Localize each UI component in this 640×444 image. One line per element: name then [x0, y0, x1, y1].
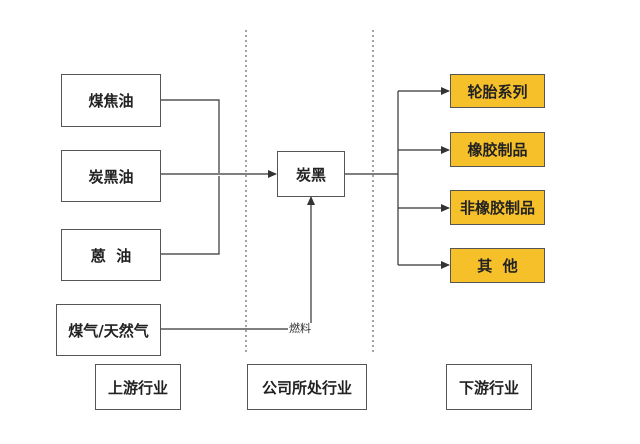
output-non-rubber-products: 非橡胶制品 — [450, 190, 545, 225]
output-rubber-products: 橡胶制品 — [450, 132, 545, 167]
connector-coal-tar — [161, 99, 220, 173]
connector-anthracene-oil — [161, 176, 220, 255]
fuel-label: 燃料 — [288, 322, 312, 335]
connector-fuel — [161, 196, 315, 330]
section-downstream: 下游行业 — [446, 364, 532, 410]
input-gas: 煤气/天然气 — [56, 304, 161, 356]
input-carbon-black-oil: 炭黑油 — [61, 150, 161, 202]
input-anthracene-oil: 蒽 油 — [61, 229, 161, 281]
output-others: 其 他 — [450, 248, 545, 283]
input-coal-tar: 煤焦油 — [61, 74, 161, 127]
section-company: 公司所处行业 — [247, 364, 367, 410]
product-carbon-black: 炭黑 — [277, 151, 345, 197]
output-tires: 轮胎系列 — [450, 74, 545, 108]
section-upstream: 上游行业 — [95, 364, 181, 410]
